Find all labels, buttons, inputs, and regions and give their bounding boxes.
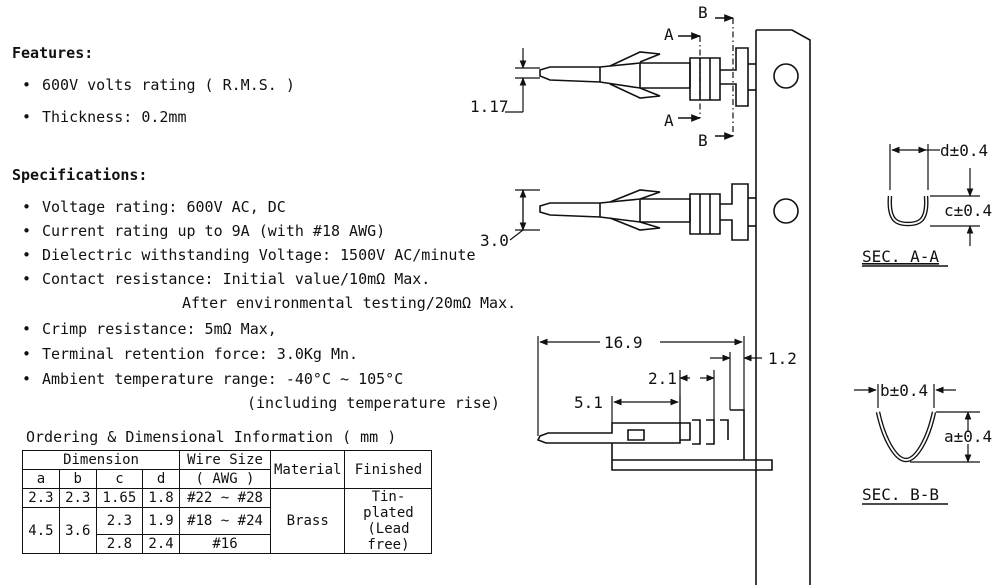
section-aa-view	[887, 144, 980, 246]
carrier-strip	[756, 29, 811, 585]
label-a-bottom: A	[664, 111, 674, 130]
dim-length: 16.9	[604, 333, 643, 352]
cell-c: 2.8	[95, 534, 144, 554]
sec-bb-title: SEC. B-B	[862, 485, 939, 504]
terminal-lower	[539, 183, 756, 241]
terminal-side-profile	[536, 409, 773, 471]
sec-aa-title: SEC. A-A	[862, 247, 939, 266]
label-b-top: B	[698, 3, 708, 22]
feature-item-thickness: Thickness: 0.2mm	[22, 108, 187, 126]
pilot-hole-upper	[773, 63, 799, 89]
terminal-upper	[539, 47, 756, 107]
dim-width-top: 1.17	[470, 97, 509, 116]
sec-bb-a-label: a±0.4	[944, 427, 992, 446]
spec-voltage-rating: Voltage rating: 600V AC, DC	[22, 198, 286, 216]
spec-retention-force: Terminal retention force: 3.0Kg Mn.	[22, 345, 358, 363]
finished-line-2: (Lead free)	[367, 521, 410, 553]
sec-bb-b-label: b±0.4	[880, 381, 928, 400]
table-row: 2.8 2.4 #16	[23, 534, 432, 554]
cell-finished: Tin-plated (Lead free)	[344, 488, 433, 554]
cell-awg: #18 ~ #24	[179, 507, 271, 535]
ordering-title: Ordering & Dimensional Information ( mm …	[26, 428, 397, 446]
cell-d: 2.4	[142, 534, 180, 554]
table-row: 2.3 2.3 1.65 1.8 #22 ~ #28 Brass Tin-pla…	[22, 488, 433, 554]
table-row: 4.5 3.6 2.3 1.9 #18 ~ #24	[22, 507, 432, 554]
cell-a: 4.5	[22, 507, 60, 554]
label-b-bottom: B	[698, 131, 708, 150]
spec-contact-continuation: After environmental testing/20mΩ Max.	[182, 294, 517, 312]
dim-width-lower: 3.0	[480, 231, 509, 250]
sec-aa-d-label: d±0.4	[940, 141, 988, 160]
dim-5-1: 5.1	[574, 393, 603, 412]
label-a-top: A	[664, 25, 674, 44]
dim-2-1: 2.1	[648, 369, 677, 388]
section-bb-view	[854, 384, 980, 463]
features-heading: Features:	[12, 44, 94, 62]
spec-temp-continuation: (including temperature rise)	[247, 394, 500, 412]
cell-awg: #16	[179, 534, 271, 554]
pilot-hole-lower	[773, 198, 799, 224]
cell-d: 1.8	[142, 488, 180, 508]
spec-dielectric-voltage: Dielectric withstanding Voltage: 1500V A…	[22, 246, 475, 264]
feature-item-rating: 600V volts rating ( R.M.S. )	[22, 76, 295, 94]
sec-aa-c-label: c±0.4	[944, 201, 992, 220]
spec-crimp-resistance: Crimp resistance: 5mΩ Max,	[22, 320, 277, 338]
header-finished: Finished	[344, 450, 433, 489]
spec-temperature-range: Ambient temperature range: -40°C ~ 105°C	[22, 370, 403, 388]
cell-c: 1.65	[95, 488, 144, 508]
finished-line-1: Tin-plated	[363, 489, 414, 521]
cell-d: 1.9	[142, 507, 180, 535]
dim-1-2: 1.2	[768, 349, 797, 368]
spec-contact-resistance: Contact resistance: Initial value/10mΩ M…	[22, 270, 430, 288]
spec-current-rating: Current rating up to 9A (with #18 AWG)	[22, 222, 385, 240]
cell-material: Brass	[269, 488, 346, 554]
ordering-table: Dimension Wire Size Material Finished a …	[22, 450, 433, 554]
specifications-heading: Specifications:	[12, 166, 148, 184]
